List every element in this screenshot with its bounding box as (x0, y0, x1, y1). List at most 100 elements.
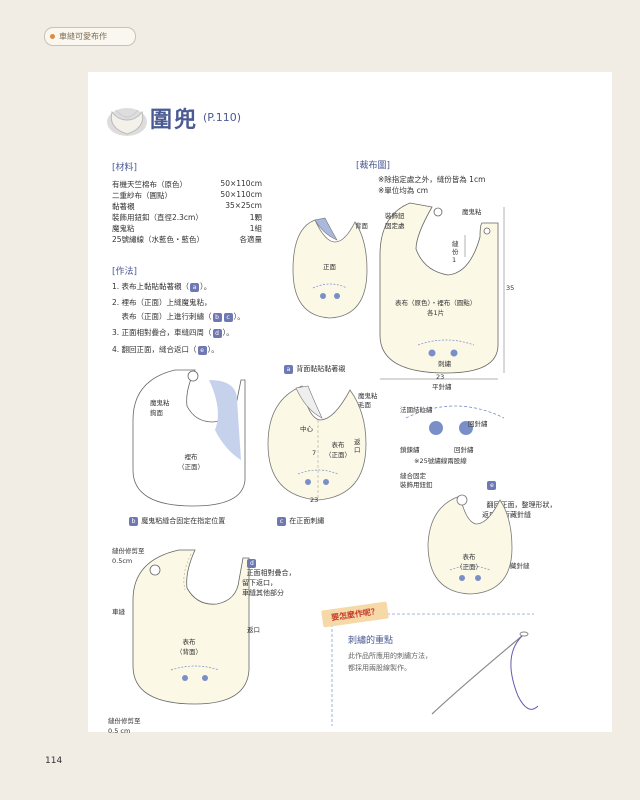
caption-b: b 魔鬼粘縫合固定在指定位置 (128, 516, 225, 526)
label-fabric: 表布（原色）・裡布（圓點） 各1片 (395, 299, 477, 317)
small-bib-diagram (292, 217, 368, 319)
step-tail: ）。 (233, 312, 245, 321)
caption-c-text: 在正面刺繡 (289, 517, 325, 525)
label-opening-a: 返 口 (354, 438, 361, 454)
material-item: 黏著襯 35×25cm (112, 201, 262, 212)
step-badge: e (197, 346, 207, 355)
label-button-pos: 裝飾鈕 固定處 (385, 212, 405, 230)
step-badge: d (212, 329, 222, 338)
label-lining: 裡布 （正面） (178, 453, 204, 471)
label-outer-e: 表布 （正面） (456, 553, 482, 571)
caption-a-text: 背面黏貼黏著襯 (296, 365, 346, 373)
label-seam: 縫 份 1 (452, 240, 459, 264)
step-text: 1. 表布上黏貼黏著襯（ (112, 282, 190, 291)
material-item: 二重紗布（圓點） 50×110cm (112, 190, 262, 201)
badge-e: e (487, 480, 497, 490)
bib-photo-icon (107, 108, 147, 136)
step-badge: b (212, 313, 222, 322)
material-qty: 50×110cm (220, 179, 262, 188)
dimension-height: 35 (506, 284, 515, 292)
method-heading: [作法] (112, 267, 138, 277)
section-tag-label: 車縫可愛布作 (59, 32, 107, 41)
diagram-b-bib (132, 369, 246, 507)
dimension-width: 23 (436, 373, 445, 381)
label-opening-d: 返口 (247, 626, 260, 634)
page-ref: (P.110) (203, 111, 241, 124)
label-french-knot: 法國結粒繡 (400, 406, 433, 414)
page-number: 114 (45, 756, 63, 766)
badge-b: b (129, 516, 138, 526)
caption-d-text: 正面相對疊合， 留下返口， 車縫其他部分 (242, 569, 296, 597)
label-thread-note: ※25號繡線兩股線 (414, 457, 467, 465)
label-trim-top: 縫份修剪至 0.5cm (112, 547, 145, 565)
material-item: 魔鬼粘 1組 (112, 223, 262, 234)
caption-a: a 背面黏貼黏著襯 (283, 364, 345, 374)
label-flat-stitch: 平針繡 (432, 383, 452, 391)
label-velcro: 魔鬼粘 (462, 208, 482, 216)
label-outer-back: 表布 （背面） (176, 638, 202, 656)
step-tail: ）。 (207, 345, 219, 354)
method-step: 2. 裡布（正面）上縫魔鬼粘， (112, 297, 212, 308)
material-item: 25號繡線（水藍色・藍色） 各適量 (112, 234, 262, 245)
badge-c: c (277, 516, 286, 526)
material-qty: 50×110cm (220, 190, 262, 199)
bullet-dot-icon (50, 34, 55, 39)
label-back: 背面 (355, 222, 368, 230)
step-text: 4. 翻回正面，縫合返口（ (112, 345, 197, 354)
label-velcro-face: 魔鬼粘 毛面 (358, 392, 378, 409)
page-title: 圍兜 (150, 108, 199, 133)
material-qty: 各適量 (239, 235, 263, 244)
material-name: 黏著襯 (112, 202, 135, 211)
method-step: 4. 翻回正面，縫合返口（e）。 (112, 344, 219, 355)
material-qty: 1顆 (249, 213, 262, 222)
caption-c: c 在正面刺繡 (276, 516, 324, 526)
step-text: 表布（正面）上進行刺繡（ (112, 312, 212, 321)
material-name: 魔鬼粘 (112, 224, 135, 233)
method-step: 1. 表布上黏貼黏著襯（a）。 (112, 281, 211, 292)
material-item: 裝飾用鈕釦（直徑2.3cm）1顆 (112, 212, 262, 223)
diagram-a-bib (267, 385, 367, 501)
stitch-detail (405, 405, 505, 435)
badge-a: a (284, 364, 293, 374)
section-tag: 車縫可愛布作 (44, 27, 136, 46)
step-badge: a (190, 283, 200, 292)
material-name: 25號繡線（水藍色・藍色） (112, 235, 205, 244)
diagram-d-bib (132, 549, 250, 705)
materials-heading: [材料] (112, 163, 138, 173)
dim-23: 23 (310, 496, 319, 504)
cutting-note-unit: ※單位均為 cm (378, 186, 429, 195)
label-front: 正面 (323, 263, 336, 271)
label-stitch: 車縫 (112, 608, 125, 616)
step-tail: ）。 (200, 282, 212, 291)
note-body: 此作品所應用的刺繡方法， 都採用兩股線製作。 (348, 652, 432, 672)
note-subheading: 刺繡的重點 (348, 636, 394, 646)
material-name: 有機天竺棉布（原色） (112, 180, 187, 189)
material-qty: 35×25cm (225, 201, 262, 210)
label-back-stitch: 回針繡 (468, 420, 488, 428)
caption-b-text: 魔鬼粘縫合固定在指定位置 (141, 517, 226, 525)
label-center: 中心 (300, 425, 313, 433)
step-tail: ）。 (222, 328, 234, 337)
cutting-heading: [裁布圖] (356, 161, 391, 171)
step-text: 2. 裡布（正面）上縫魔鬼粘， (112, 298, 212, 307)
step-badge: c (223, 313, 233, 322)
note-frame (331, 613, 539, 726)
label-button-note: 縫合固定 裝飾用鈕釦 (400, 472, 433, 489)
label-trim-bottom: 縫份修剪至 0.5 cm (108, 717, 141, 735)
badge-d: d (247, 558, 257, 568)
label-blind-stitch: 藏針縫 (510, 562, 530, 570)
caption-d: d 正面相對疊合， 留下返口， 車縫其他部分 (242, 548, 295, 598)
material-item: 有機天竺棉布（原色） 50×110cm (112, 179, 262, 190)
material-name: 二重紗布（圓點） (112, 191, 172, 200)
label-embroidery: 刺繡 (438, 360, 451, 368)
label-back-stitch-2: 回針繡 (454, 446, 474, 454)
label-chain-stitch: 鎖鍊繡 (400, 446, 420, 454)
label-velcro-hook: 魔鬼粘 鉤面 (150, 399, 170, 417)
method-step: 3. 正面相對疊合，車縫四周（d）。 (112, 327, 234, 338)
cutting-note-seam: ※除指定處之外，縫份皆為 1cm (378, 175, 486, 184)
step-text: 3. 正面相對疊合，車縫四周（ (112, 328, 212, 337)
material-qty: 1組 (249, 224, 262, 233)
dim-7: 7 (312, 449, 317, 457)
diagram-e-bib (427, 494, 513, 595)
